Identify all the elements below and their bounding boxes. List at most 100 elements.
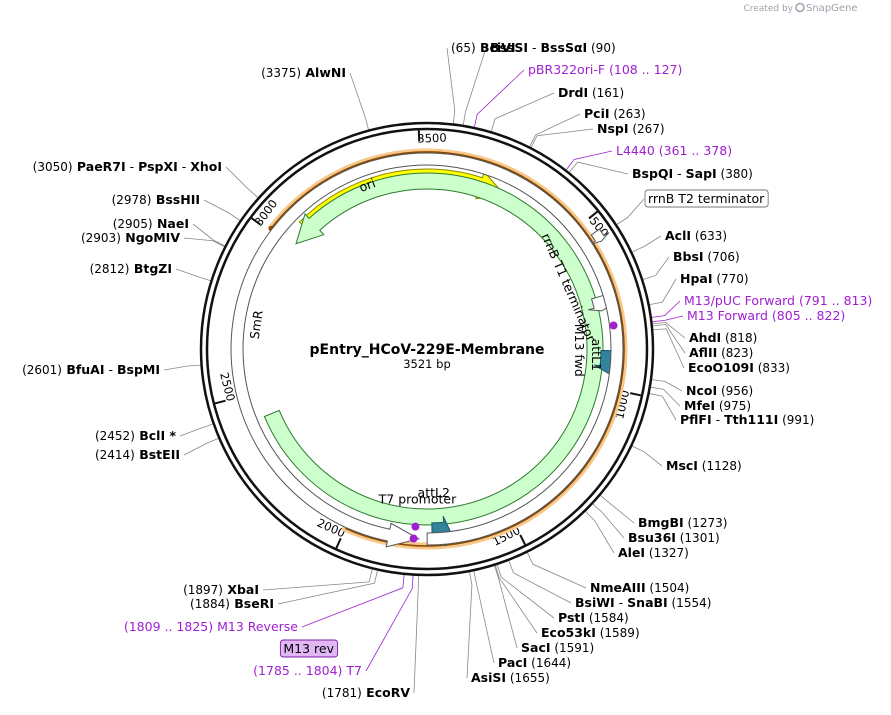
label-part: SapI [686,166,717,181]
label-part: (2978) [112,193,152,207]
leader-line [592,503,625,539]
label-part: (956) [717,384,753,398]
label-part: BfuAI [62,362,105,377]
label-part: (1785 .. 1804) [253,663,342,678]
label-part: (2812) [90,262,130,276]
site-label: BmgBI (1273) [638,515,727,530]
leader-line [650,386,681,407]
site-label-text: BspQI - SapI (380) [632,166,753,181]
site-label-text: (3050) PaeR7I - PspXI - XhoI [33,159,222,174]
leader-line [163,364,201,371]
site-label: PflFI - Tth111I (991) [680,412,814,427]
leader-line [203,199,241,221]
label-part: (1128) [698,459,742,473]
label-part: PflFI [680,412,712,427]
leader-line [585,511,615,554]
leader-line [616,198,645,225]
label-part: - [105,362,117,377]
site-label: AhdI (818) [689,330,757,345]
label-part: DrdI [558,85,588,100]
site-label: (2601) BfuAI - BspMI [22,362,160,377]
tick-mark [630,392,642,397]
label-leaders [163,47,686,694]
leader-line [175,268,211,282]
snapgene-logo-icon [795,2,805,13]
leader-line [446,47,456,124]
label-part: PspXI [138,159,178,174]
leader-line [651,300,681,318]
label-part: (108 .. 127) [605,62,682,77]
label-part: (1781) [322,686,362,700]
site-label-text: Bsu36I (1301) [628,530,720,545]
label-part: (823) [717,346,753,360]
label-part: (791 .. 813) [795,293,872,308]
leader-line [225,166,259,198]
site-label: M13/pUC Forward (791 .. 813) [684,293,872,308]
tick-mark [250,217,261,226]
label-part: BsiWI [575,595,615,610]
site-label-text: pBR322ori-F (108 .. 127) [528,62,682,77]
backbone-outer-strand [199,121,655,577]
label-part: - [528,40,540,55]
site-label: BsiWI - SnaBI (1554) [575,595,711,610]
site-label-text: NmeAIII (1504) [590,580,689,595]
label-part: MfeI [684,398,715,413]
site-label-text: PciI (263) [584,106,646,121]
site-label: rrnB T2 terminator [644,189,769,208]
leader-line [466,571,473,679]
label-part: BclI * [135,428,177,443]
label-part: - [615,595,627,610]
backbone-inner-strand [205,127,649,571]
label-part: Tth111I [724,412,778,427]
label-part: (3375) [261,66,301,80]
leader-line [652,321,686,339]
leader-line [600,495,635,524]
plasmid-backbone [199,121,655,577]
label-part: (818) [721,331,757,345]
site-label: HpaI (770) [680,271,749,286]
label-part: (380) [717,167,753,181]
site-label-text: (3375) AlwNI [261,65,346,80]
label-part: (1584) [585,611,629,625]
leader-line [349,72,369,130]
site-label-text: (2812) BtgZI [90,261,172,276]
label-part: (1655) [506,671,550,685]
label-part: EcoO109I [688,360,754,375]
primer-mark [609,321,618,330]
site-label: (2978) BssHII [112,192,200,207]
site-label: BspQI - SapI (380) [632,166,753,181]
leader-line [494,565,518,649]
label-part: L4440 [616,143,655,158]
site-label: (2812) BtgZI [90,261,172,276]
label-part: - [673,166,685,181]
label-part: NcoI [686,383,717,398]
leader-line [365,575,414,672]
site-label: NcoI (956) [686,383,753,398]
site-label: (2903) NgoMIV [81,230,180,245]
label-part: M13 rev [283,641,334,656]
label-part: SacI [521,640,551,655]
site-label-text: MfeI (975) [684,398,751,413]
tick-mark [519,534,527,546]
tick-label: 3500 [417,131,447,146]
label-part: (1327) [645,546,689,560]
label-part: - [126,159,138,174]
leader-line [526,552,587,589]
label-part: BstEII [135,447,180,462]
label-part: XhoI [190,159,222,174]
label-part: BssSαI [541,40,588,55]
feature-rrnb-t2-terminator [590,228,610,245]
site-label-text: (1781) EcoRV [322,685,410,700]
site-label-text: PstI (1584) [558,610,629,625]
site-label: AleI (1327) [618,545,689,560]
site-label: (3375) AlwNI [261,65,346,80]
leader-line [653,328,685,369]
label-part: (1591) [551,641,595,655]
site-label: (2414) BstEII [95,447,180,462]
label-part: SnaBI [627,595,668,610]
label-part: (1809 .. 1825) [124,619,213,634]
leader-line [569,161,629,175]
site-label-text: AclI (633) [665,228,727,243]
label-part: (1897) [183,583,223,597]
